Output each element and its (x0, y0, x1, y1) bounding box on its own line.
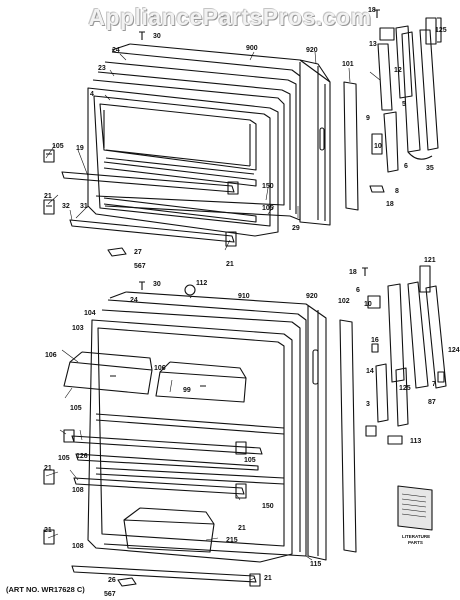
callout-3: 3 (366, 401, 370, 408)
callout-5: 5 (402, 101, 406, 108)
callout-105: 105 (52, 143, 64, 150)
callout-21b: 21 (226, 261, 234, 268)
fresh-food-outer-door-panel (125, 291, 327, 561)
callout-106a: 106 (45, 352, 57, 359)
callout-8: 8 (395, 188, 399, 195)
literature-caption-line1: LITERATURE (402, 534, 430, 539)
callout-29: 29 (292, 225, 300, 232)
callout-103: 103 (72, 325, 84, 332)
callout-14: 14 (366, 368, 374, 375)
callout-4: 4 (90, 91, 94, 98)
fresh-food-door-liner (87, 319, 293, 563)
callout-7: 7 (432, 381, 436, 388)
freezer-hinge-parts (369, 9, 442, 193)
callout-124: 124 (448, 347, 460, 354)
callout-21c-bottom: 21 (44, 527, 52, 534)
top-callouts: 18 125 30 900 920 24 13 12 23 101 4 9 5 … (44, 7, 447, 270)
callout-121: 121 (424, 257, 436, 264)
literature-parts-booklet (397, 485, 433, 531)
fresh-food-door-gasket (103, 299, 307, 557)
callout-150: 150 (262, 183, 274, 190)
callout-31: 31 (80, 203, 88, 210)
callout-112: 112 (196, 280, 207, 287)
dairy-compartment-door-right (155, 371, 247, 403)
callout-87: 87 (428, 399, 436, 406)
freezer-lower-shelf-rail (69, 219, 235, 243)
art-number: (ART NO. WR17628 C) (6, 585, 85, 594)
callout-125: 125 (435, 27, 447, 34)
callout-215: 215 (226, 537, 238, 544)
callout-99: 99 (183, 387, 191, 394)
bottle-bin (123, 519, 215, 553)
bottom-callouts: 30 112 910 18 121 24 920 6 104 102 103 1… (44, 257, 460, 598)
callout-101: 101 (342, 61, 354, 68)
fresh-food-shelf-rail-1 (71, 435, 263, 455)
fresh-food-bottom-rail (71, 565, 257, 583)
callout-108a: 108 (72, 487, 84, 494)
callout-126: 126 (76, 453, 88, 460)
callout-21a-bottom: 21 (44, 465, 52, 472)
callout-19: 19 (76, 145, 84, 152)
callout-24-bottom: 24 (130, 297, 138, 304)
callout-32: 32 (62, 203, 70, 210)
callout-105b: 105 (262, 205, 274, 212)
freezer-door-side-strip (343, 81, 359, 211)
callout-150-bottom: 150 (262, 503, 274, 510)
callout-21b-bottom: 21 (238, 525, 246, 532)
fresh-food-shelf-rail-3 (73, 477, 245, 495)
callout-6: 6 (404, 163, 408, 170)
callout-18b: 18 (386, 201, 394, 208)
dairy-compartment-door (63, 361, 153, 395)
fresh-food-door-side-strip (339, 319, 357, 553)
callout-106b: 106 (154, 365, 166, 372)
callout-30: 30 (153, 33, 161, 40)
freezer-door-gasket (104, 51, 301, 221)
callout-27: 27 (134, 249, 142, 256)
callout-24: 24 (112, 47, 120, 54)
callout-105a: 105 (70, 405, 82, 412)
fresh-food-door-assembly (43, 281, 327, 587)
callout-35: 35 (426, 165, 434, 172)
callout-23: 23 (98, 65, 106, 72)
callout-13: 13 (369, 41, 377, 48)
callout-9: 9 (366, 115, 370, 122)
callout-105b: 105 (58, 455, 70, 462)
freezer-upper-shelf-rail (61, 171, 235, 193)
callout-108b: 108 (72, 543, 84, 550)
callout-104: 104 (84, 310, 96, 317)
callout-30-bottom: 30 (153, 281, 161, 288)
callout-102: 102 (338, 298, 350, 305)
fresh-food-shelf-rail-2 (75, 453, 259, 471)
watermark: AppliancePartsPros.com (88, 4, 372, 30)
callout-21a: 21 (44, 193, 52, 200)
callout-567: 567 (134, 263, 146, 270)
freezer-door-liner (87, 87, 279, 237)
fresh-food-hinge-parts (362, 265, 447, 445)
callout-920-bottom: 920 (306, 293, 318, 300)
callout-18-bottom: 18 (349, 269, 357, 276)
callout-16: 16 (371, 337, 379, 344)
callout-567-bottom: 567 (104, 591, 116, 598)
callout-900: 900 (246, 45, 258, 52)
callout-21d-bottom: 21 (264, 575, 272, 582)
callout-18: 18 (368, 7, 376, 14)
literature-caption-line2: PARTS (408, 540, 423, 545)
callout-105c: 105 (244, 457, 256, 464)
callout-12: 12 (394, 67, 402, 74)
callout-910: 910 (238, 293, 250, 300)
callout-26: 26 (108, 577, 116, 584)
callout-125-bottom: 125 (399, 385, 411, 392)
freezer-door-assembly (43, 31, 331, 257)
callout-113: 113 (410, 438, 421, 445)
callout-115: 115 (310, 561, 321, 568)
callout-6-bottom: 6 (356, 287, 360, 294)
callout-920: 920 (306, 47, 318, 54)
callout-10: 10 (374, 143, 382, 150)
callout-10-bottom: 10 (364, 301, 372, 308)
